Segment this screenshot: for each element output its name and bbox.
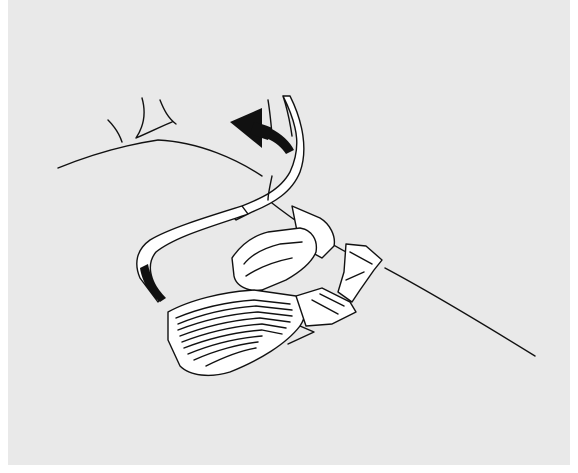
- belt-tongue: [338, 244, 382, 302]
- folded-webbing: [168, 288, 356, 375]
- buckle-latch: [232, 206, 334, 290]
- curved-arrow-icon: [230, 108, 294, 154]
